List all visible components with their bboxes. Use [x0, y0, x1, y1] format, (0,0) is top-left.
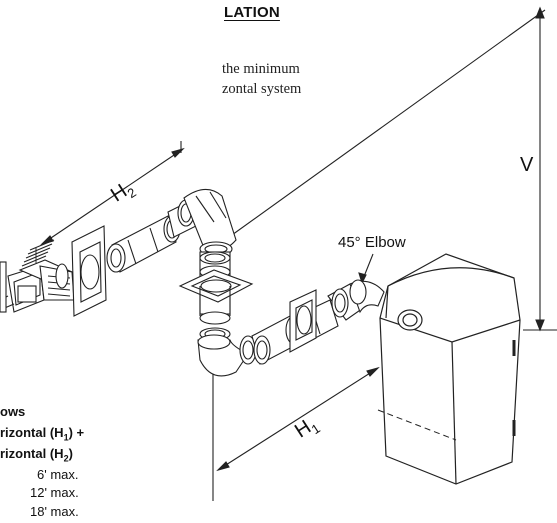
- elbow-45-label: 45° Elbow: [338, 234, 406, 251]
- table-row: 12' max.: [30, 485, 79, 500]
- table-header-3: rizontal (H2): [0, 443, 73, 470]
- intro-line-2: zontal system: [222, 81, 302, 97]
- appliance: [377, 253, 521, 485]
- table-header-2b: 1: [63, 432, 69, 443]
- intro-paragraph: the minimum zontal system: [222, 59, 462, 99]
- table-header-2: rizontal (H1) +: [0, 422, 84, 449]
- intro-line-1: the minimum: [222, 61, 300, 77]
- table-header-2a: rizontal (H: [0, 425, 64, 440]
- wall-terminal: [0, 239, 75, 313]
- table-header-2c: ) +: [68, 425, 85, 440]
- pipe-upper: [106, 199, 197, 273]
- table-header-1: ows: [0, 404, 26, 419]
- elbow-lower: [197, 334, 257, 377]
- table-header-3b: 2: [63, 453, 69, 464]
- pipe-vertical: [178, 251, 254, 341]
- vent-diagram: LATION the minimum zontal system V H2 H1…: [0, 4, 557, 519]
- table-header-3c: ): [68, 446, 73, 461]
- v-dimension-label: V: [520, 154, 534, 176]
- vent-illustration: [0, 6, 557, 501]
- dimension-lines: [35, 6, 557, 501]
- section-heading: LATION: [224, 4, 280, 21]
- wall-plate-right: [289, 289, 317, 353]
- table-row: 18' max.: [30, 504, 79, 519]
- wall-plate-left: [71, 225, 107, 317]
- table-row: 6' max.: [37, 467, 79, 482]
- table-header-3a: rizontal (H: [0, 446, 64, 461]
- elbow-45: [327, 279, 385, 321]
